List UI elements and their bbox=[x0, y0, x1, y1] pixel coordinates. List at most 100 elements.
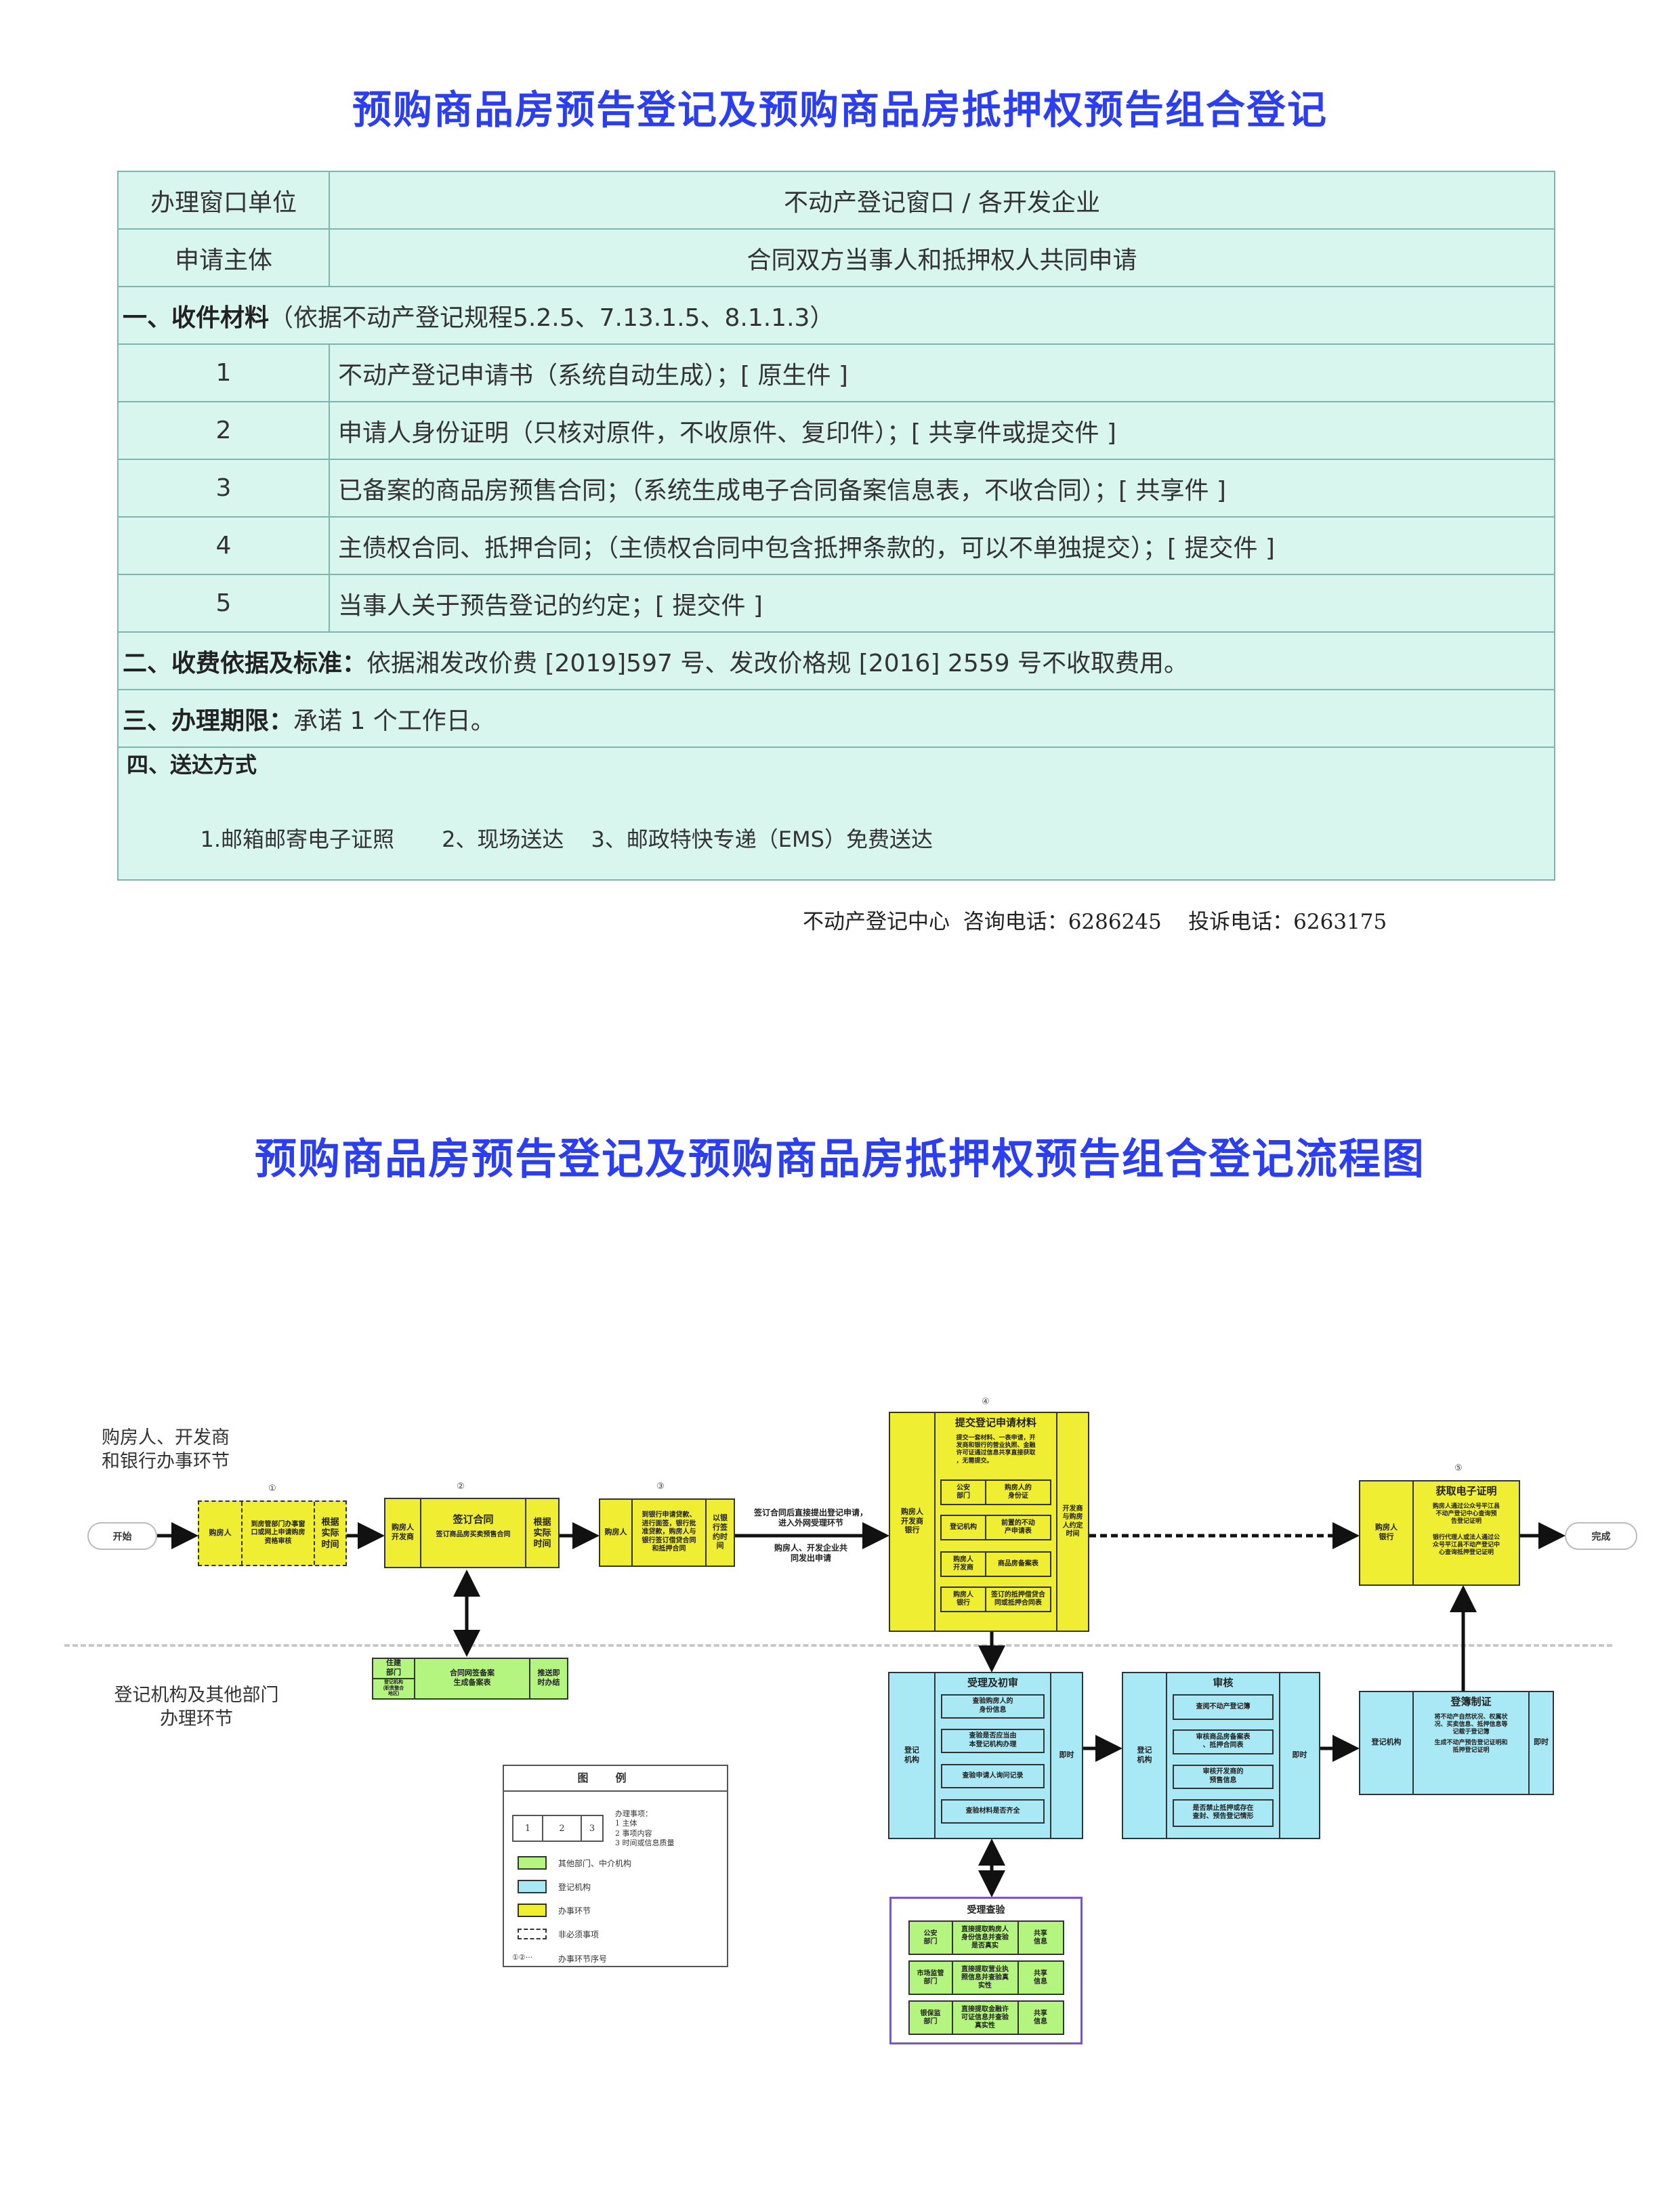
step-time: 开发商 与购房 人约定 时间 bbox=[1056, 1413, 1088, 1631]
sec3-text: 承诺 1 个工作日。 bbox=[293, 707, 495, 735]
item-name: 购房人的 身份证 bbox=[985, 1480, 1050, 1504]
legend-label: 办事环节序号 bbox=[558, 1954, 608, 1964]
page-title: 预购商品房预告登记及预购商品房抵押权预告组合登记 bbox=[352, 87, 1328, 133]
sec4-title: 四、送达方式 bbox=[127, 752, 257, 778]
material-no: 3 bbox=[117, 459, 330, 518]
sec1-title: 一、收件材料 bbox=[123, 303, 270, 332]
material-item: 公安 部门购房人的 身份证 bbox=[940, 1479, 1051, 1505]
arrow-note: 签订合同后直接提出登记申请， 进入外网受理环节 bbox=[753, 1508, 868, 1528]
step-title: 签订合同 bbox=[453, 1514, 494, 1526]
sec1-note: （依据不动产登记规程5.2.5、7.13.1.5、8.1.1.3） bbox=[269, 303, 835, 332]
legend: 图例 1 2 3 办理事项： 1 主体 2 事项内容 3 时间或信息质量 其他部… bbox=[503, 1765, 728, 1967]
legend-label: 其他部门、中介机构 bbox=[558, 1859, 632, 1868]
legend-sample-desc: 办理事项： 1 主体 2 事项内容 3 时间或信息质量 bbox=[615, 1809, 675, 1847]
review-box: 登记 机构 审核 查阅不动产登记簿 审核商品房备案表 、抵押合同表 审核开发商的… bbox=[1122, 1672, 1320, 1839]
table-row: 申请主体合同双方当事人和抵押权人共同申请 bbox=[117, 228, 1555, 287]
delivery-item: 2、现场送达 bbox=[442, 826, 564, 852]
window-value: 不动产登记窗口 / 各开发企业 bbox=[329, 171, 1555, 230]
sec2-title: 二、收费依据及标准： bbox=[123, 649, 367, 677]
legend-sample: 1 2 3 bbox=[512, 1815, 604, 1842]
step-actor: 住建 部门 bbox=[386, 1659, 401, 1677]
step-time: 根据 实际 时间 bbox=[314, 1502, 345, 1565]
verify-row: 市场监管 部门直接提取营业执 照信息并查验真 实性共享 信息 bbox=[908, 1960, 1064, 1995]
step-title: 审核 bbox=[1213, 1677, 1234, 1689]
verify-row: 公安 部门直接提取购房人 身份信息并查验 是否真实共享 信息 bbox=[908, 1920, 1064, 1955]
material-no: 5 bbox=[117, 574, 330, 633]
material-no: 2 bbox=[117, 401, 330, 460]
material-text: 不动产登记申请书（系统自动生成）；[ 原生件 ] bbox=[329, 343, 1555, 402]
step-actor: 购房人 开发商 银行 bbox=[901, 1507, 923, 1535]
step-time: 即时 bbox=[1279, 1673, 1319, 1838]
step4-box: 购房人 开发商 银行 提交登记申请材料 提交一套材料、一表申请，开 发商和银行的… bbox=[889, 1412, 1089, 1632]
verify-quality: 共享 信息 bbox=[1017, 1962, 1063, 1994]
step-actor-alt: 登记机构 (职责整合 地区) bbox=[373, 1677, 414, 1698]
step-actor: 登记 机构 bbox=[904, 1746, 919, 1764]
material-item: 购房人 开发商商品房备案表 bbox=[940, 1551, 1051, 1577]
verify-box: 受理查验 公安 部门直接提取购房人 身份信息并查验 是否真实共享 信息 市场监管… bbox=[889, 1897, 1083, 2044]
table-row: 办理窗口单位不动产登记窗口 / 各开发企业 bbox=[117, 171, 1555, 230]
applicant-value: 合同双方当事人和抵押权人共同申请 bbox=[329, 228, 1555, 287]
step-number: ① bbox=[268, 1484, 276, 1494]
filing-box: 住建 部门登记机构 (职责整合 地区) 合同网签备案 生成备案表 推送即 时办结 bbox=[372, 1658, 568, 1700]
legend-dashed-sample bbox=[518, 1929, 547, 1939]
step3-box: 购房人 到银行申请贷款、 进行面签，银行批 准贷款，购房人与 银行签订借贷合同 … bbox=[599, 1498, 735, 1567]
verify-content: 直接提取金融许 可证信息并查验 真实性 bbox=[951, 2002, 1017, 2034]
check-item: 查验申请人询问记录 bbox=[941, 1763, 1045, 1788]
material-no: 1 bbox=[117, 343, 330, 402]
lane-divider bbox=[64, 1644, 1612, 1647]
arrow-note: 购房人、开发企业共 同发出申请 bbox=[774, 1543, 848, 1563]
item-source: 公安 部门 bbox=[957, 1484, 971, 1500]
legend-title: 图例 bbox=[504, 1766, 727, 1792]
window-label: 办理窗口单位 bbox=[117, 171, 330, 230]
check-item: 查验是否应当由 本登记机构办理 bbox=[941, 1728, 1045, 1753]
legend-label: 登记机构 bbox=[558, 1883, 591, 1892]
material-no: 4 bbox=[117, 516, 330, 575]
step1-box: 购房人 到房管部门办事窗 口或网上申请购房 资格审核 根据 实际 时间 bbox=[198, 1500, 347, 1566]
item-name: 签订的抵押借贷合 同或抵押合同表 bbox=[985, 1587, 1050, 1611]
sample-cell: 2 bbox=[542, 1816, 582, 1841]
step5-box: 购房人 银行 获取电子证明 购房人通过公众号平江县 不动产登记中心查询预 告登记… bbox=[1359, 1480, 1520, 1586]
verify-quality: 共享 信息 bbox=[1017, 1922, 1063, 1954]
step-title: 登簿制证 bbox=[1450, 1696, 1492, 1708]
step-actor: 购房人 bbox=[604, 1528, 627, 1536]
step-actor: 登记机构 bbox=[1371, 1738, 1402, 1747]
contact-footer: 不动产登记中心 咨询电话：6286245 投诉电话：6263175 bbox=[803, 910, 1387, 934]
applicant-label: 申请主体 bbox=[117, 228, 330, 287]
item-name: 前置的不动 产申请表 bbox=[985, 1515, 1050, 1539]
step-content: 将不动产自然状况、权属状 况、买卖信息、抵押信息等 记载于登记簿 bbox=[1434, 1712, 1508, 1736]
dept: 银保监 部门 bbox=[920, 2009, 941, 2025]
step-content: 购房人通过公众号平江县 不动产登记中心查询预 告登记证明 bbox=[1432, 1502, 1500, 1525]
verify-content: 直接提取购房人 身份信息并查验 是否真实 bbox=[951, 1922, 1017, 1954]
step-title: 提交登记申请材料 bbox=[954, 1417, 1036, 1429]
delivery-item: 1.邮箱邮寄电子证照 bbox=[200, 826, 395, 852]
material-item: 登记机构前置的不动 产申请表 bbox=[940, 1514, 1051, 1540]
step-number: ④ bbox=[982, 1397, 990, 1407]
step-time: 推送即 时办结 bbox=[529, 1659, 567, 1698]
end-node: 完成 bbox=[1565, 1522, 1637, 1550]
step-content: 银行代理人或法人通过公 众号平江县不动产登记中 心查询抵押登记证明 bbox=[1432, 1533, 1500, 1556]
item-source: 购房人 开发商 bbox=[953, 1555, 974, 1572]
step-title: 受理及初审 bbox=[967, 1677, 1018, 1689]
info-table: 办理窗口单位不动产登记窗口 / 各开发企业 申请主体合同双方当事人和抵押权人共同… bbox=[117, 171, 1555, 881]
item-source: 登记机构 bbox=[950, 1523, 978, 1531]
check-item: 查验材料是否齐全 bbox=[941, 1799, 1045, 1824]
material-text: 申请人身份证明（只核对原件，不收原件、复印件）；[ 共享件或提交件 ] bbox=[329, 401, 1555, 460]
legend-swatch-green bbox=[518, 1856, 547, 1870]
step-content: 到银行申请贷款、 进行面签，银行批 准贷款，购房人与 银行签订借贷合同 和抵押合… bbox=[631, 1500, 705, 1565]
verify-title: 受理查验 bbox=[967, 1904, 1005, 1915]
record-box: 登记机构 登簿制证 将不动产自然状况、权属状 况、买卖信息、抵押信息等 记载于登… bbox=[1359, 1691, 1554, 1795]
step-number: ② bbox=[457, 1481, 465, 1492]
legend-seq-symbol: ①②··· bbox=[512, 1953, 533, 1962]
legend-swatch-yellow bbox=[518, 1904, 547, 1917]
step-time: 以银 行签 约时 间 bbox=[705, 1500, 734, 1565]
lane-label-bottom: 登记机构及其他部门 办理环节 bbox=[114, 1685, 279, 1730]
step2-box: 购房人 开发商 签订合同签订商品房买卖预售合同 根据 实际 时间 bbox=[384, 1498, 560, 1568]
sample-cell: 1 bbox=[524, 1823, 531, 1834]
start-node: 开始 bbox=[87, 1522, 157, 1550]
check-item: 查阅不动产登记簿 bbox=[1173, 1694, 1274, 1720]
